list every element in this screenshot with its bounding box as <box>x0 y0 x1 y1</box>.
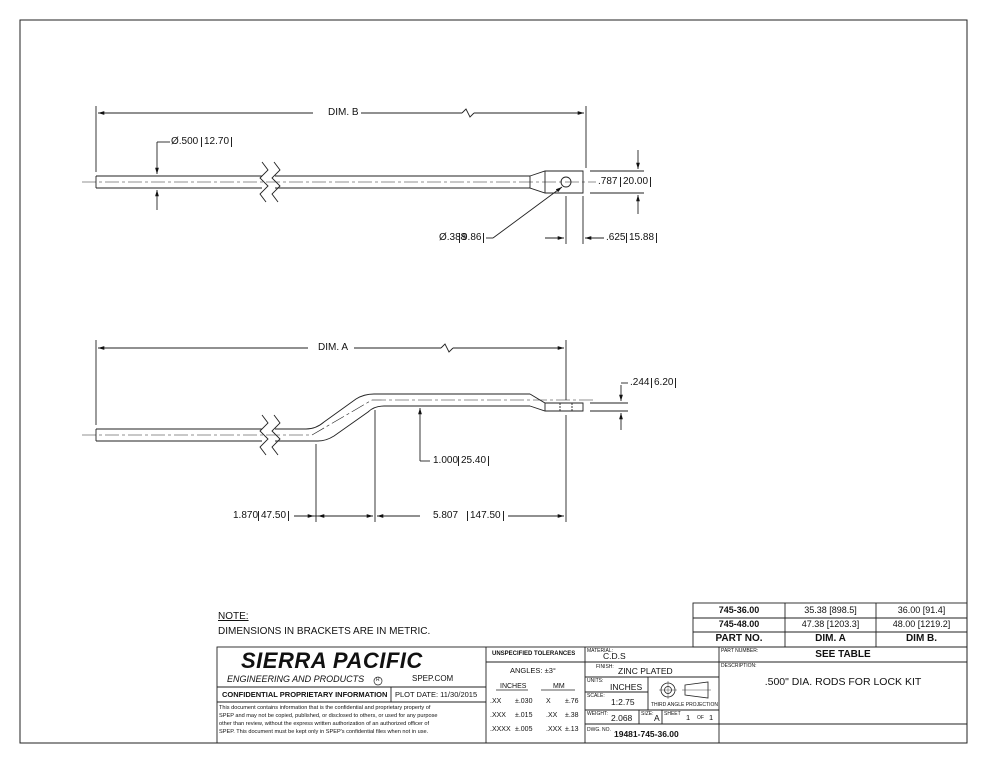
part-row-2-dim-a: 47.38 [1203.3] <box>801 619 860 629</box>
company-subtitle: ENGINEERING AND PRODUCTS <box>227 674 365 684</box>
tol-row-1-in-tol: ±.030 <box>515 698 533 705</box>
material-label: MATERIAL: <box>587 648 614 654</box>
rod-diameter-inch: Ø.500 <box>171 136 199 147</box>
weight-label: WEIGHT: <box>587 711 608 717</box>
tol-row-3-mm-format: .XXX <box>546 726 562 733</box>
description-value: .500" DIA. RODS FOR LOCK KIT <box>764 676 922 688</box>
sheet-value: 1 <box>686 713 691 722</box>
finish-value: ZINC PLATED <box>618 666 673 676</box>
company-website: SPEP.COM <box>412 674 454 683</box>
end-height-mm: 20.00 <box>620 177 652 187</box>
dim-b-label: DIM. B <box>326 107 361 118</box>
sheet-of-label: OF <box>697 715 704 721</box>
units-value: INCHES <box>610 682 643 692</box>
bend-start-inch: 1.870 <box>233 510 259 521</box>
part-table-header-dim-b: DIM B. <box>905 633 938 644</box>
end-length-inch: .625 <box>606 232 626 243</box>
flat-thickness-mm: 6.20 <box>651 378 677 388</box>
scale-label: SCALE: <box>587 693 605 699</box>
part-number-label: PART NUMBER: <box>721 648 759 654</box>
tol-row-1-mm-format: X <box>546 698 551 705</box>
tol-row-3-in-format: .XXXX <box>490 726 511 733</box>
hole-diameter-mm: 9.86 <box>459 233 485 243</box>
top-view <box>82 106 644 244</box>
tol-row-2-mm-format: .XX <box>546 712 558 719</box>
size-value: A <box>654 713 660 723</box>
confidential-label: CONFIDENTIAL PROPRIETARY INFORMATION <box>222 690 388 699</box>
note-text: DIMENSIONS IN BRACKETS ARE IN METRIC. <box>218 626 431 637</box>
units-label: UNITS: <box>587 678 604 684</box>
finish-label: FINISH: <box>596 664 614 670</box>
size-label: SIZE: <box>641 711 654 717</box>
tol-row-2-mm-tol: ±.38 <box>565 712 579 719</box>
tolerances-mm-header: MM <box>553 683 565 690</box>
dwg-label: DWG. NO. <box>587 727 611 733</box>
title-block-frame <box>216 602 968 744</box>
bend-length-inch: 5.807 <box>433 510 459 521</box>
sheet-label: SHEET <box>664 711 681 717</box>
part-table-header-dim-a: DIM. A <box>815 633 846 644</box>
third-angle-projection-icon <box>659 681 711 699</box>
confidential-disclaimer: This document contains information that … <box>219 704 485 736</box>
disclaimer-line: other than review, without the express w… <box>219 721 430 727</box>
disclaimer-line: This document contains information that … <box>219 705 431 711</box>
description-label: DESCRIPTION: <box>721 663 757 669</box>
end-height-inch: .787 <box>598 176 618 187</box>
tol-row-3-in-tol: ±.005 <box>515 726 533 733</box>
part-row-2-dim-b: 48.00 [1219.2] <box>892 619 951 629</box>
company-name: SIERRA PACIFIC <box>241 648 423 673</box>
part-table-header-part: PART NO. <box>715 633 763 644</box>
registered-mark-icon <box>373 676 383 686</box>
sheet-total: 1 <box>709 713 714 722</box>
bend-length-mm: 147.50 <box>467 511 504 521</box>
hole-diameter-inch: Ø.388 <box>439 232 467 243</box>
part-number-value: SEE TABLE <box>815 649 871 660</box>
part-row-2-part: 745-48.00 <box>718 619 760 629</box>
scale-value: 1:2.75 <box>611 697 635 707</box>
bend-start-mm: 47.50 <box>258 511 290 521</box>
disclaimer-line: SPEP and may not be copied, published, o… <box>219 713 438 719</box>
material-value: C.D.S <box>603 651 626 661</box>
bend-offset-inch: 1.000 <box>433 455 459 466</box>
dwg-number: 19481-745-36.00 <box>614 729 679 739</box>
weight-value: 2.068 <box>611 713 633 723</box>
tolerances-angles: ANGLES: ±3° <box>510 666 556 675</box>
rod-diameter-mm: 12.70 <box>201 137 233 147</box>
bottom-view <box>82 340 628 522</box>
tol-row-1-in-format: .XX <box>490 698 502 705</box>
registered-letter: R <box>376 677 380 683</box>
bend-offset-mm: 25.40 <box>458 456 490 466</box>
part-row-1-dim-b: 36.00 [91.4] <box>897 605 946 615</box>
part-row-1-dim-a: 35.38 [898.5] <box>804 605 857 615</box>
tol-row-3-mm-tol: ±.13 <box>565 726 579 733</box>
tolerances-inches-header: INCHES <box>500 683 527 690</box>
dim-a-label: DIM. A <box>316 342 351 353</box>
disclaimer-line: SPEP. This document must be kept only in… <box>219 729 429 735</box>
tol-row-2-in-tol: ±.015 <box>515 712 533 719</box>
tol-row-2-in-format: .XXX <box>490 712 506 719</box>
end-length-mm: 15.88 <box>626 233 658 243</box>
part-row-1-part: 745-36.00 <box>718 605 760 615</box>
flat-thickness-inch: .244 <box>630 377 650 388</box>
projection-label: THIRD ANGLE PROJECTION <box>651 702 718 708</box>
tolerances-title: UNSPECIFIED TOLERANCES <box>492 651 576 657</box>
note-title: NOTE: <box>218 611 249 622</box>
tol-row-1-mm-tol: ±.76 <box>565 698 579 705</box>
plot-date: PLOT DATE: 11/30/2015 <box>395 690 478 699</box>
